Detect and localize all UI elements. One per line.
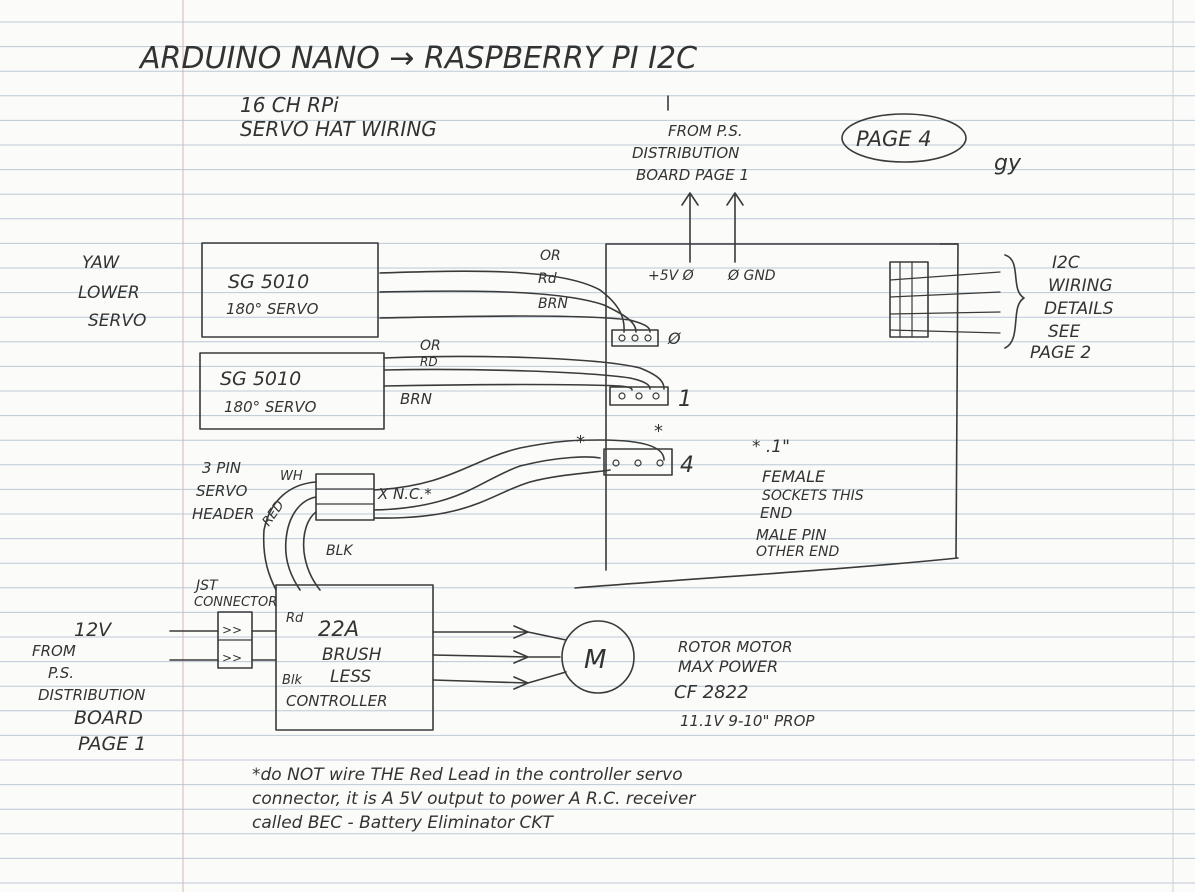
esc-line-1: 22A [318,617,359,641]
upper-servo-model: SG 5010 [228,271,309,293]
motor-label-1: ROTOR MOTOR [678,638,793,656]
sockets-note-3: SOCKETS THIS [762,488,864,504]
up-arrow-icon [681,192,744,263]
i2c-note-1: I2C [1052,253,1080,273]
i2c-note-2: WIRING [1048,276,1113,296]
yaw-label-2: LOWER [78,283,140,303]
page-badge: PAGE 4 [856,127,932,151]
no-connect-label: X N.C.* [377,485,432,503]
subtitle-line-1: 16 CH RPi [240,93,339,117]
power-label-1: FROM [32,642,76,660]
upper-wire-brn: BRN [538,296,568,312]
upper-servo-wires [379,270,651,333]
esc-line-3: LESS [330,667,371,687]
sockets-note-5: MALE PIN [756,526,827,544]
footnote-line-1: *do NOT wire THE Red Lead in the control… [252,765,683,785]
header-label-2: SERVO [196,482,248,500]
power-label-5: PAGE 1 [78,733,146,755]
channel-0-header [611,329,659,347]
lower-servo-model: SG 5010 [220,368,301,390]
sockets-note-6: OTHER END [756,544,839,560]
esc-rd: Rd [286,611,304,626]
sockets-note-2: FEMALE [762,467,826,486]
esc-controller-box [275,584,434,731]
power-volts: 12V [74,619,113,641]
i2c-header [889,254,1025,349]
lower-servo-box [199,352,385,430]
channel-0-label: Ø [667,329,681,348]
motor-label-4: 11.1V 9-10" PROP [680,712,815,730]
svg-text:>>: >> [222,623,242,637]
lower-wire-or: OR [420,338,441,354]
from-ps-line-1: FROM P.S. [668,122,743,140]
lower-wire-brn: BRN [400,390,432,408]
header-label-3: HEADER [192,505,254,523]
motor-symbol-circle [561,620,635,694]
motor-label-3: CF 2822 [674,682,748,703]
power-label-2: P.S. [48,664,74,682]
sockets-note-1: * .1" [752,437,790,457]
lower-servo-type: 180° SERVO [224,398,317,416]
motor-label-2: MAX POWER [678,657,778,676]
channel-4-header [603,448,673,476]
from-ps-line-2: DISTRIBUTION [632,144,739,162]
star-mark-2: * [654,421,663,442]
channel-4-label: 4 [680,453,694,478]
power-label-4: BOARD [74,707,143,729]
svg-text:>>: >> [222,651,242,665]
from-ps-line-3: BOARD PAGE 1 [636,166,749,184]
jst-label-1: JST [193,578,219,594]
esc-blk: Blk [282,673,303,688]
jst-label-2: CONNECTOR [194,595,277,610]
page-badge-oval [841,113,967,163]
sockets-note-4: END [760,504,792,522]
esc-line-4: CONTROLLER [286,692,388,710]
esc-line-2: BRUSH [322,645,382,665]
upper-servo-type: 180° SERVO [226,300,319,318]
star-mark-1: * [576,432,585,453]
gnd-terminal: Ø GND [727,268,776,284]
servo-header-block [315,473,375,521]
header-blk: BLK [326,543,354,559]
header-label-1: 3 PIN [202,459,241,477]
upper-servo-box [201,242,379,338]
lower-wire-rd: RD [420,355,438,369]
yaw-label-1: YAW [82,253,120,273]
header-to-ch4-wires [262,439,665,591]
lower-servo-wires [383,355,665,391]
channel-1-label: 1 [678,387,692,412]
yaw-label-3: SERVO [88,311,146,331]
jst-connector: >> >> [217,611,253,669]
motor-wires [432,625,567,690]
plus5v-terminal: +5V Ø [648,268,695,284]
page-title: ARDUINO NANO → RASPBERRY PI I2C [138,41,697,76]
subtitle-line-2: SERVO HAT WIRING [240,117,437,141]
upper-wire-or: OR [540,248,561,264]
upper-wire-rd: Rd [538,271,557,287]
i2c-note-5: PAGE 2 [1030,343,1091,363]
i2c-note-3: DETAILS [1044,299,1114,319]
initials: gy [994,151,1022,176]
channel-1-header [609,386,669,406]
motor-symbol: M [584,645,606,675]
footnote-line-2: connector, it is A 5V output to power A … [252,789,696,809]
i2c-note-4: SEE [1048,322,1081,342]
footnote-line-3: called BEC - Battery Eliminator CKT [252,813,555,833]
header-wh: WH [280,469,303,484]
power-label-3: DISTRIBUTION [38,686,145,704]
power-input-wires [169,630,277,661]
